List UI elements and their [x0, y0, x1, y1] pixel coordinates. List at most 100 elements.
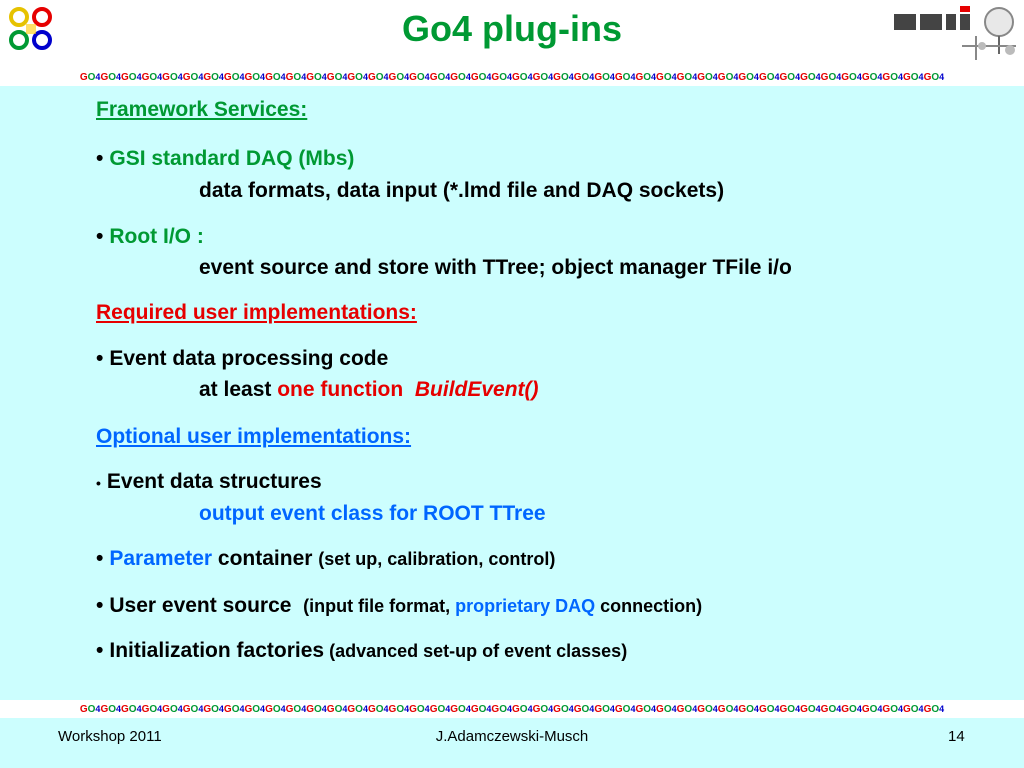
- stripe-letter: O: [704, 72, 713, 83]
- stripe-letter: 4: [239, 704, 245, 714]
- stripe-letter: G: [738, 704, 747, 715]
- stripe-letter: 4: [404, 704, 410, 714]
- go4-stripe-top: GO4GO4GO4GO4GO4GO4GO4GO4GO4GO4GO4GO4GO4G…: [0, 68, 1024, 86]
- event-processing-text: Event data processing code: [109, 347, 389, 370]
- stripe-letter: G: [656, 72, 664, 83]
- stripe-letter: O: [128, 704, 137, 715]
- stripe-letter: O: [458, 704, 466, 715]
- stripe-letter: G: [923, 72, 932, 83]
- stripe-letter: O: [169, 704, 178, 715]
- stripe-letter: 4: [260, 704, 266, 714]
- stripe-letter: O: [787, 704, 796, 715]
- stripe-letter: O: [437, 704, 446, 715]
- stripe-letter: 4: [136, 72, 142, 82]
- stripe-letter: 4: [116, 704, 122, 714]
- stripe-letter: G: [244, 704, 253, 715]
- stripe-letter: 4: [465, 704, 471, 714]
- stripe-letter: 4: [342, 72, 348, 82]
- stripe-letter: G: [326, 72, 335, 83]
- stripe-letter: 4: [321, 704, 327, 714]
- stripe-letter: G: [717, 704, 726, 715]
- stripe-letter: G: [676, 72, 685, 83]
- stripe-letter: 4: [301, 72, 307, 82]
- stripe-letter: 4: [424, 72, 430, 82]
- stripe-letter: G: [429, 72, 438, 83]
- stripe-letter: O: [663, 72, 672, 83]
- stripe-letter: O: [704, 704, 713, 715]
- stripe-letter: O: [293, 72, 302, 83]
- stripe-letter: 4: [527, 72, 533, 82]
- stripe-letter: 4: [918, 704, 924, 714]
- stripe-letter: G: [223, 72, 232, 83]
- stripe-letter: O: [149, 704, 158, 715]
- stripe-letter: G: [635, 72, 644, 83]
- stripe-letter: G: [347, 704, 356, 715]
- stripe-letter: G: [182, 704, 191, 715]
- stripe-letter: G: [820, 704, 829, 715]
- stripe-letter: 4: [836, 72, 842, 82]
- stripe-letter: 4: [95, 704, 101, 714]
- stripe-letter: 4: [692, 72, 698, 82]
- stripe-letter: O: [869, 72, 878, 83]
- stripe-letter: 4: [548, 704, 554, 714]
- user-source-detail-a: (input file format,: [303, 596, 456, 616]
- stripe-letter: 4: [198, 704, 204, 714]
- stripe-letter: G: [141, 72, 150, 83]
- bullet-icon: •: [96, 225, 104, 248]
- stripe-letter: G: [532, 72, 541, 83]
- stripe-letter: 4: [321, 72, 327, 82]
- stripe-letter: 4: [939, 704, 945, 714]
- stripe-letter: O: [581, 72, 590, 83]
- stripe-letter: G: [697, 72, 705, 83]
- stripe-letter: 4: [527, 704, 533, 714]
- stripe-letter: O: [787, 72, 796, 83]
- stripe-letter: 4: [383, 72, 389, 82]
- stripe-letter: G: [779, 704, 788, 715]
- stripe-letter: G: [717, 72, 726, 83]
- stripe-letter: O: [108, 704, 116, 715]
- stripe-letter: G: [779, 72, 788, 83]
- stripe-letter: 4: [589, 72, 595, 82]
- stripe-letter: G: [512, 72, 520, 83]
- stripe-letter: 4: [815, 704, 821, 714]
- stripe-letter: 4: [465, 72, 471, 82]
- stripe-letter: 4: [795, 704, 801, 714]
- stripe-letter: 4: [280, 72, 286, 82]
- stripe-letter: O: [458, 72, 466, 83]
- container-detail: (set up, calibration, control): [318, 549, 556, 569]
- stripe-letter: O: [293, 704, 302, 715]
- gsi-logo-icon: [894, 6, 1016, 60]
- stripe-letter: O: [602, 72, 610, 83]
- stripe-letter: O: [355, 704, 363, 715]
- stripe-letter: 4: [198, 72, 204, 82]
- stripe-letter: O: [519, 704, 528, 715]
- stripe-letter: O: [643, 72, 652, 83]
- stripe-letter: G: [182, 72, 191, 83]
- stripe-letter: G: [326, 704, 335, 715]
- stripe-letter: O: [478, 704, 487, 715]
- stripe-letter: 4: [486, 72, 492, 82]
- stripe-letter: 4: [836, 704, 842, 714]
- stripe-letter: G: [203, 704, 212, 715]
- bullet-icon: •: [96, 639, 104, 662]
- stripe-letter: O: [252, 72, 261, 83]
- stripe-letter: O: [519, 72, 528, 83]
- stripe-letter: O: [334, 704, 343, 715]
- stripe-letter: O: [807, 72, 816, 83]
- stripe-letter: G: [162, 704, 170, 715]
- slide-title: Go4 plug-ins: [402, 8, 622, 49]
- stripe-letter: G: [553, 704, 561, 715]
- stripe-letter: O: [396, 704, 405, 715]
- stripe-letter: 4: [671, 704, 677, 714]
- root-io-detail: event source and store with TTree; objec…: [199, 256, 792, 279]
- at-least-text: at least: [199, 378, 278, 401]
- init-factories-detail: (advanced set-up of event classes): [324, 641, 628, 661]
- stripe-letter: G: [409, 704, 417, 715]
- stripe-letter: O: [314, 72, 322, 83]
- stripe-letter: O: [684, 72, 693, 83]
- stripe-letter: 4: [774, 704, 780, 714]
- stripe-letter: G: [367, 72, 376, 83]
- stripe-letter: 4: [157, 704, 163, 714]
- framework-heading: Framework Services:: [96, 98, 308, 121]
- stripe-letter: 4: [877, 704, 883, 714]
